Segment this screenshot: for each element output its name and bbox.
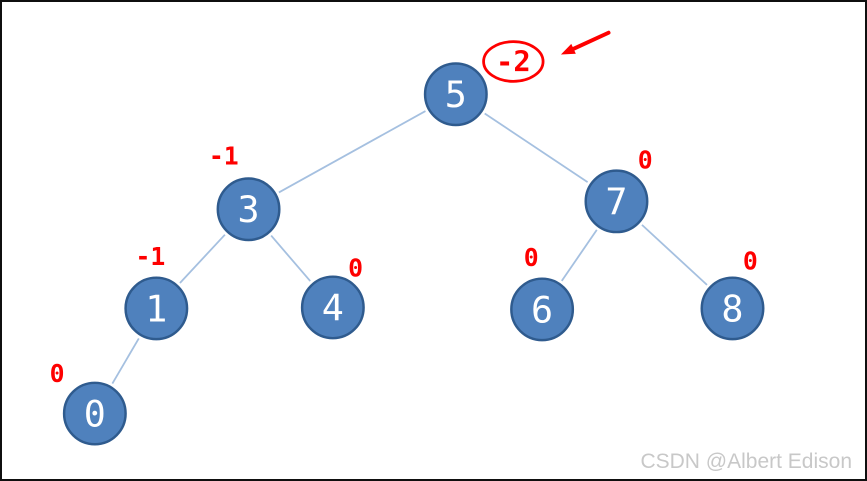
tree-edge-n5-n7 bbox=[484, 112, 589, 183]
balance-factor-8: 0 bbox=[743, 247, 758, 276]
balance-labels-layer: -2 -1 0 -1 0 0 0 0 bbox=[50, 44, 758, 387]
node-value-8: 8 bbox=[721, 287, 743, 330]
annotation-arrow-shaft bbox=[571, 30, 611, 51]
tree-node-6 bbox=[510, 277, 575, 342]
tree-node-1 bbox=[124, 276, 189, 341]
node-value-7: 7 bbox=[605, 180, 627, 223]
annotation-arrowhead-icon bbox=[560, 43, 576, 55]
node-value-4: 4 bbox=[322, 286, 344, 329]
csdn-watermark: CSDN @Albert Edison bbox=[640, 450, 852, 473]
balance-factor-0: 0 bbox=[50, 359, 65, 388]
annotations-layer bbox=[482, 30, 611, 83]
balance-factor-3: -1 bbox=[209, 142, 239, 171]
tree-edge-n1-n0 bbox=[111, 337, 140, 385]
tree-node-3 bbox=[216, 177, 281, 242]
tree-edges-layer bbox=[111, 110, 708, 385]
tree-edge-n7-n8 bbox=[641, 224, 708, 286]
tree-node-4 bbox=[300, 275, 365, 340]
tree-node-5 bbox=[423, 62, 488, 127]
tree-edge-n3-n4 bbox=[270, 235, 311, 282]
node-value-3: 3 bbox=[238, 188, 260, 231]
tree-edge-n7-n6 bbox=[561, 229, 598, 282]
balance-factor-1: -1 bbox=[135, 242, 165, 271]
node-value-0: 0 bbox=[84, 392, 106, 435]
balance-factor-7: 0 bbox=[638, 146, 653, 175]
tree-node-8 bbox=[700, 276, 765, 341]
tree-edge-n3-n1 bbox=[179, 234, 226, 284]
balance-factor-5: -2 bbox=[496, 44, 531, 78]
tree-edge-n5-n3 bbox=[278, 110, 426, 194]
node-value-1: 1 bbox=[145, 287, 167, 330]
root-balance-circle-annotation bbox=[482, 40, 545, 83]
tree-node-0 bbox=[62, 381, 127, 446]
node-value-5: 5 bbox=[445, 73, 467, 116]
node-value-6: 6 bbox=[531, 288, 553, 331]
tree-node-7 bbox=[584, 169, 649, 234]
balance-factor-4: 0 bbox=[348, 254, 363, 283]
balance-factor-6: 0 bbox=[524, 243, 539, 272]
